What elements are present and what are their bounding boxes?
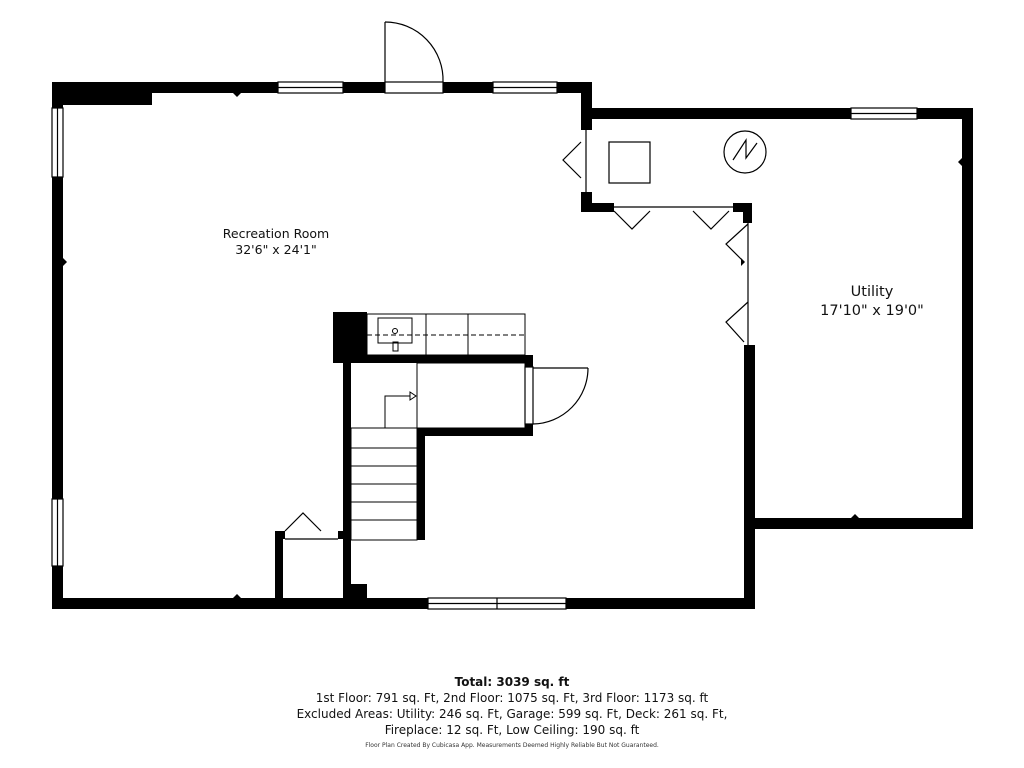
utility-room-name: Utility xyxy=(850,284,894,300)
utility-room-dimensions: 17'10" x 19'0" xyxy=(820,302,924,319)
interior-walls xyxy=(275,312,533,609)
excluded-areas-continued: Fireplace: 12 sq. Ft, Low Ceiling: 190 s… xyxy=(384,723,640,737)
wall-markers xyxy=(63,93,962,598)
wet-bar-counter xyxy=(366,313,526,356)
utility-room-label: Utility 17'10" x 19'0" xyxy=(772,283,972,321)
recreation-room-dimensions: 32'6" x 24'1" xyxy=(235,242,317,258)
excluded-areas: Excluded Areas: Utility: 246 sq. Ft, Gar… xyxy=(296,707,728,721)
utility-doors xyxy=(562,130,749,345)
windows xyxy=(51,81,918,610)
small-closet-door xyxy=(284,512,338,540)
total-area: Total: 3039 sq. ft xyxy=(454,675,570,689)
utility-fixtures xyxy=(608,130,767,184)
staircase xyxy=(350,362,526,541)
closet-door xyxy=(524,366,589,425)
entry-door xyxy=(384,21,444,94)
area-summary: Total: 3039 sq. ft 1st Floor: 791 sq. Ft… xyxy=(212,674,812,738)
recreation-room-label: Recreation Room 32'6" x 24'1" xyxy=(176,226,376,259)
disclaimer-footnote: Floor Plan Created By Cubicasa App. Meas… xyxy=(365,742,659,749)
recreation-room-name: Recreation Room xyxy=(222,226,330,241)
floor-areas: 1st Floor: 791 sq. Ft, 2nd Floor: 1075 s… xyxy=(315,691,709,705)
exterior-walls xyxy=(52,82,973,609)
